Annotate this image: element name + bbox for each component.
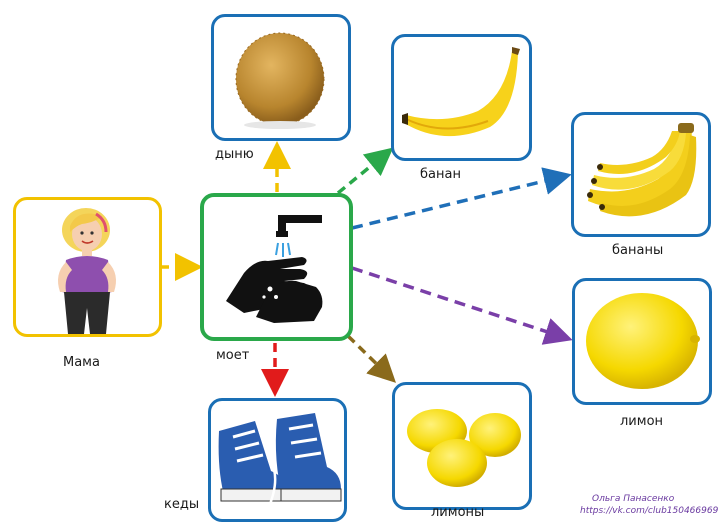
card-dynyu [211,14,351,141]
card-moet [200,193,353,341]
label-banany: бананы [612,243,664,258]
lemon-image [586,293,700,389]
credit-url: https://vk.com/club150466969 [580,506,719,516]
woman-illustration [58,208,116,334]
label-limon: лимон [620,414,664,429]
card-limony [392,382,532,510]
label-kedy: кеды [164,497,200,512]
label-dynyu: дыню [215,147,254,162]
lemons-group-image [407,409,521,487]
bananas-bunch-image [587,123,697,217]
card-limon [572,278,712,405]
label-moet: моет [216,348,250,363]
label-mama: Мама [63,355,100,370]
card-banan [391,34,532,161]
melon-image [235,32,325,129]
credit-author: Ольга Панасенко [592,494,675,504]
sneakers-image [218,413,342,512]
wash-hands-icon [226,215,323,323]
arrow-to-banan [336,147,394,195]
card-kedy [208,398,347,522]
arrow-to-limony [346,334,397,383]
card-banany [571,112,711,237]
label-limony: лимоны [431,505,485,520]
banana-image [402,47,520,137]
arrow-to-limon [351,266,573,345]
arrow-to-banany [351,167,572,230]
card-mama [13,197,162,337]
label-banan: банан [420,167,461,182]
